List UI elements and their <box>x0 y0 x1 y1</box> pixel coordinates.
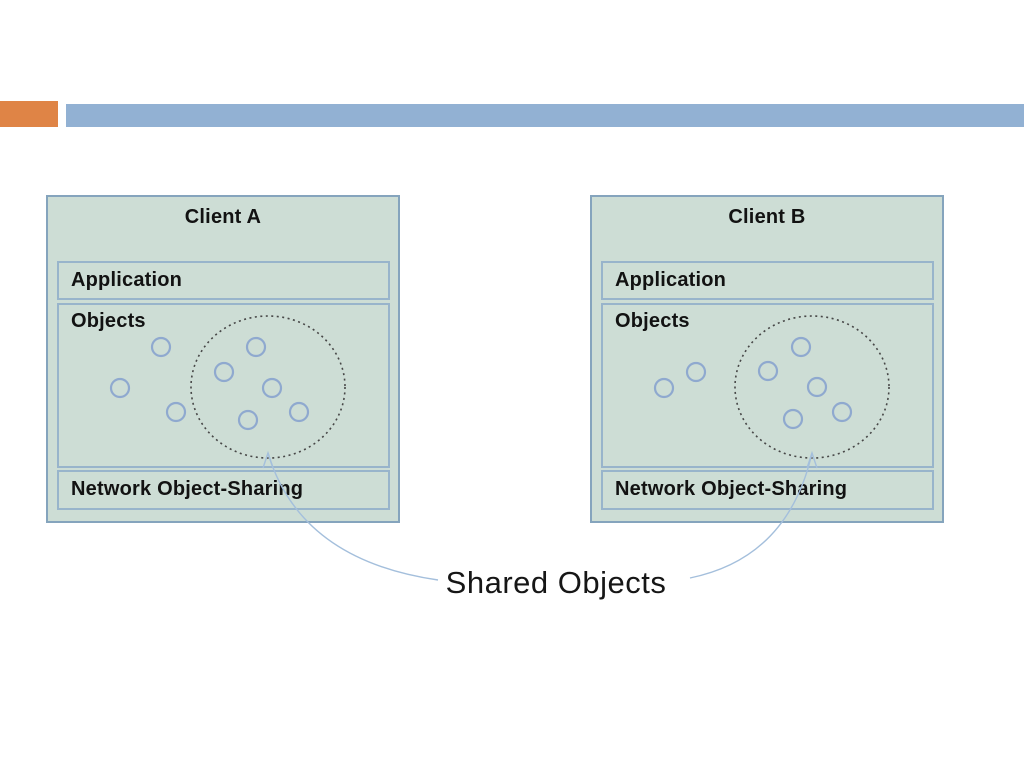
network-object-sharing-label: Network Object-Sharing <box>71 478 304 501</box>
objects-label: Objects <box>615 310 690 332</box>
objects-label: Objects <box>71 310 146 332</box>
client-a-box: Client A Application Objects Network Obj… <box>46 195 400 523</box>
client-a-objects-section: Objects <box>57 303 390 468</box>
client-b-objects-section: Objects <box>601 303 934 468</box>
client-a-application-section: Application <box>57 261 390 300</box>
application-label: Application <box>71 268 183 291</box>
shared-objects-caption: Shared Objects <box>445 565 667 600</box>
client-b-network-section: Network Object-Sharing <box>601 470 934 510</box>
client-b-application-section: Application <box>601 261 934 300</box>
application-label: Application <box>615 268 727 291</box>
client-b-title: Client B <box>728 206 806 228</box>
client-b-box: Client B Application Objects Network Obj… <box>590 195 944 523</box>
network-object-sharing-label: Network Object-Sharing <box>615 478 848 501</box>
client-a-network-section: Network Object-Sharing <box>57 470 390 510</box>
accent-orange-square <box>0 101 58 127</box>
client-a-title: Client A <box>184 206 262 228</box>
accent-blue-bar <box>66 104 1024 127</box>
